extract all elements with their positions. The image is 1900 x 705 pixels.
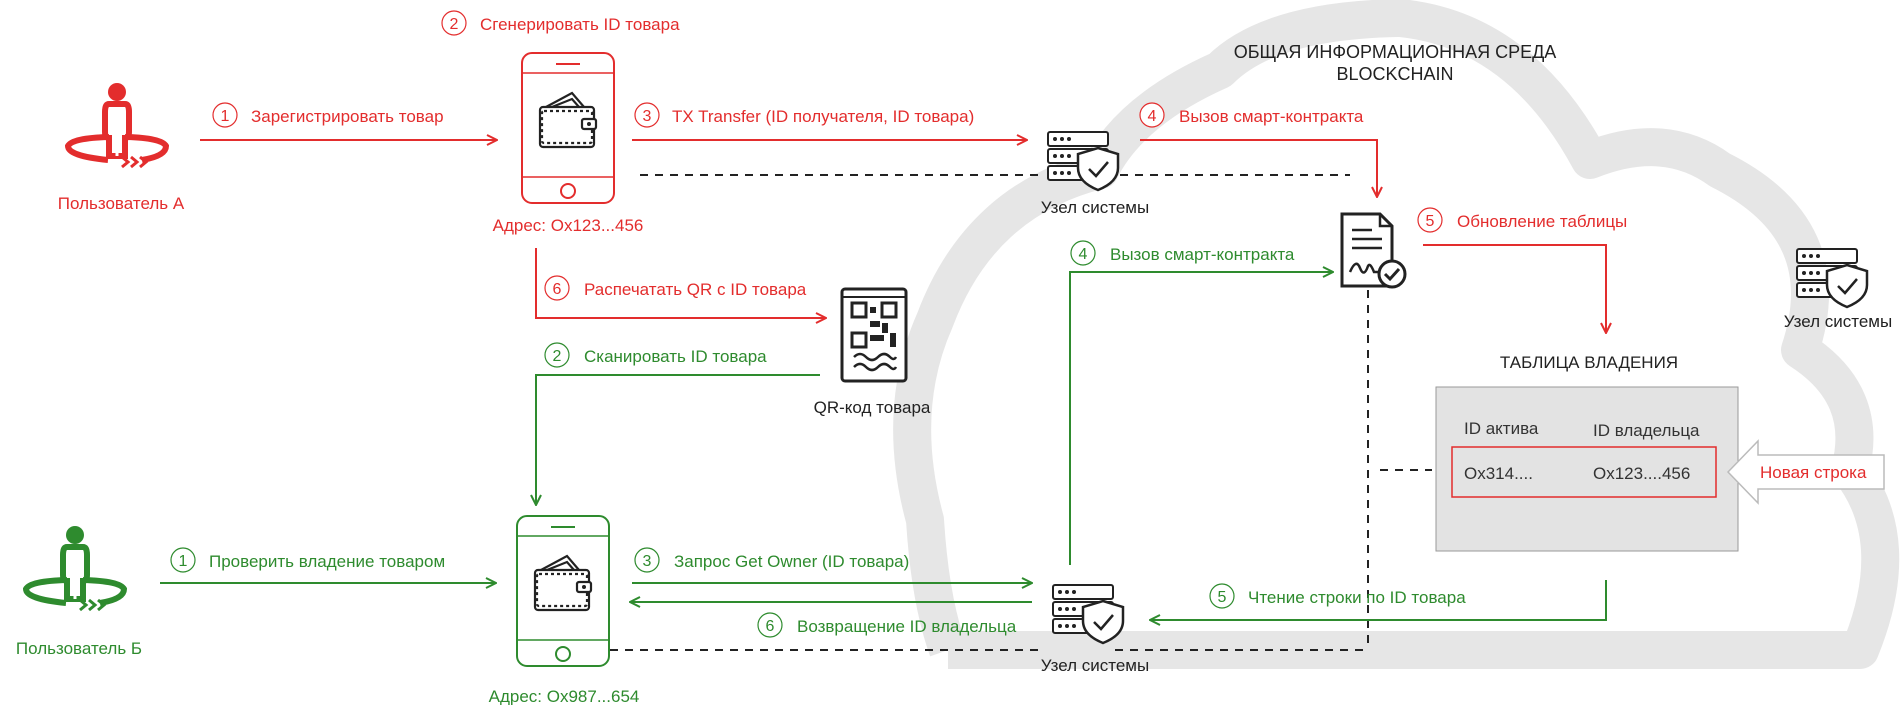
- red-step-1: 1 Зарегистрировать товар: [212, 102, 444, 128]
- green-step-4: 4 Вызов смарт-контракта: [1070, 240, 1295, 266]
- green-step-3: 3 Запрос Get Owner (ID товара): [634, 547, 909, 573]
- ownership-table-title: ТАБЛИЦА ВЛАДЕНИЯ: [1500, 353, 1678, 372]
- step-text: Проверить владение товаром: [209, 552, 445, 571]
- dashed-connectors: [565, 174, 1432, 651]
- green-step-2: 2 Сканировать ID товара: [544, 342, 767, 368]
- new-row-arrow: [1726, 439, 1885, 505]
- smart-contract-icon: [1340, 212, 1407, 289]
- row-asset-value: Ox314....: [1464, 464, 1533, 483]
- step-number: 6: [766, 618, 775, 635]
- cloud-title-line1: ОБЩАЯ ИНФОРМАЦИОННАЯ СРЕДА: [1234, 42, 1557, 62]
- node-bottom-label: Узел системы: [1041, 656, 1149, 675]
- step-number: 1: [221, 108, 230, 125]
- new-row-highlight: [1451, 446, 1717, 498]
- person-icon: [26, 526, 124, 610]
- step-number: 6: [553, 281, 562, 298]
- step-text: Вызов смарт-контракта: [1179, 107, 1364, 126]
- step-number: 5: [1218, 589, 1227, 606]
- red-step-4: 4 Вызов смарт-контракта: [1139, 102, 1364, 128]
- red-step-6: 6 Распечатать QR с ID товара: [544, 275, 807, 301]
- step-text: Вызов смарт-контракта: [1110, 245, 1295, 264]
- person-icon: [68, 83, 166, 167]
- node-top-label: Узел системы: [1041, 198, 1149, 217]
- new-row-label: Новая строка: [1760, 463, 1867, 482]
- row-owner-value: Ox123....456: [1593, 464, 1690, 483]
- step-text: Запрос Get Owner (ID товара): [674, 552, 909, 571]
- green-step-1: 1 Проверить владение товаром: [170, 547, 445, 573]
- step-number: 4: [1148, 108, 1157, 125]
- red-step-3: 3 TX Transfer (ID получателя, ID товара): [634, 102, 974, 128]
- step-number: 4: [1079, 246, 1088, 263]
- step-number: 1: [179, 553, 188, 570]
- wallet-a-address: Адрес: Ox123...456: [493, 216, 644, 235]
- qr-poster-icon: [840, 287, 908, 383]
- col-asset-header: ID актива: [1464, 419, 1539, 438]
- step-number: 2: [553, 348, 562, 365]
- step-number: 3: [643, 553, 652, 570]
- user-b-label: Пользователь Б: [16, 639, 142, 658]
- col-owner-header: ID владельца: [1593, 421, 1700, 440]
- wallet-b-address: Адрес: Ox987...654: [489, 687, 640, 705]
- cloud-title-line2: BLOCKCHAIN: [1336, 64, 1453, 84]
- red-step-2: 2 Сгенерировать ID товара: [441, 10, 680, 36]
- green-step-5: 5 Чтение строки по ID товара: [1209, 583, 1466, 609]
- phone-wallet-icon: [515, 514, 611, 668]
- red-step-5: 5 Обновление таблицы: [1417, 207, 1627, 233]
- step-text: Чтение строки по ID товара: [1248, 588, 1466, 607]
- green-step-6: 6 Возвращение ID владельца: [757, 612, 1017, 638]
- step-number: 5: [1426, 213, 1435, 230]
- ownership-table: [1435, 386, 1739, 552]
- phone-wallet-icon: [520, 51, 616, 205]
- step-text: Обновление таблицы: [1457, 212, 1627, 231]
- red-flow-arrows: [200, 140, 1606, 333]
- step-number: 2: [450, 16, 459, 33]
- step-text: Зарегистрировать товар: [251, 107, 444, 126]
- node-right-label: Узел системы: [1784, 312, 1892, 331]
- step-text: Сканировать ID товара: [584, 347, 767, 366]
- user-a-label: Пользователь А: [58, 194, 185, 213]
- blockchain-cloud: [893, 0, 1900, 669]
- step-text: TX Transfer (ID получателя, ID товара): [672, 107, 974, 126]
- step-text: Распечатать QR с ID товара: [584, 280, 807, 299]
- green-flow-arrows: [160, 272, 1607, 620]
- step-text: Сгенерировать ID товара: [480, 15, 680, 34]
- step-text: Возвращение ID владельца: [797, 617, 1017, 636]
- step-number: 3: [643, 108, 652, 125]
- qr-label: QR-код товара: [814, 398, 931, 417]
